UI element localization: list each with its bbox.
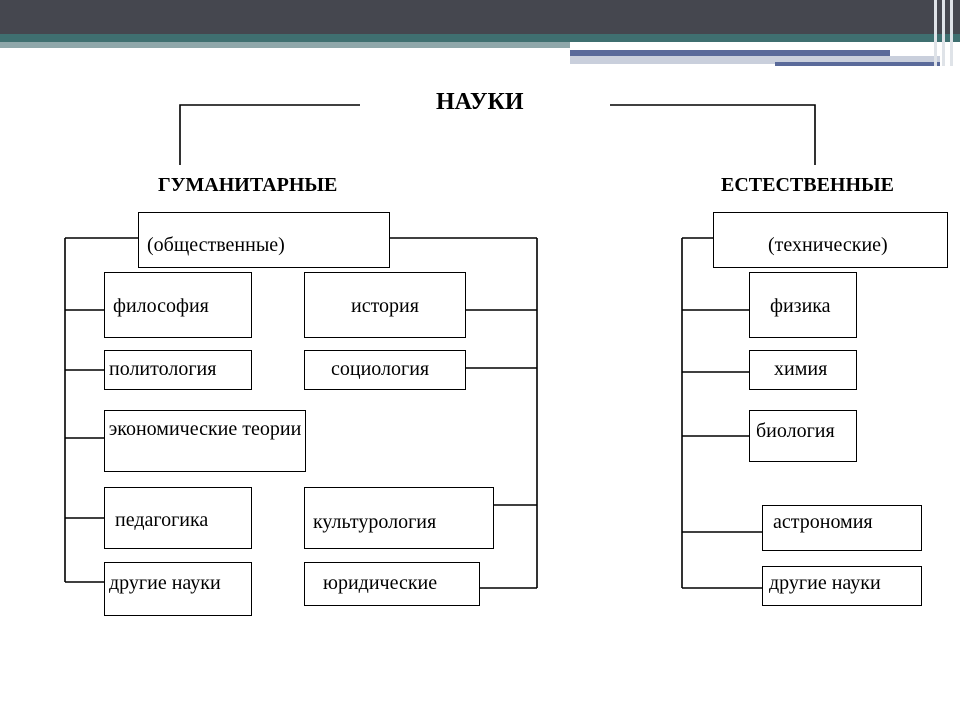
header-band-teal: [0, 34, 960, 42]
heading-natural: ЕСТЕСТВЕННЫЕ: [721, 174, 895, 196]
box-political-science: политология: [104, 350, 252, 390]
box-label: химия: [774, 358, 828, 380]
box-other-humanities: другие науки: [104, 562, 252, 616]
box-sociology: социология: [304, 350, 466, 390]
header-band-blue-short: [775, 62, 940, 66]
box-pedagogy: педагогика: [104, 487, 252, 549]
box-law: юридические: [304, 562, 480, 606]
box-label: биология: [756, 420, 835, 442]
box-label: социология: [331, 358, 430, 380]
box-label: (общественные): [147, 234, 285, 256]
box-label: физика: [770, 295, 831, 317]
box-label: экономические теории: [108, 418, 302, 440]
box-label: история: [351, 295, 419, 317]
heading-humanities: ГУМАНИТАРНЫЕ: [158, 174, 338, 196]
box-label: другие науки: [769, 572, 881, 594]
box-label: культурология: [313, 511, 437, 533]
box-technical-subgroup: (технические): [713, 212, 948, 268]
box-economic-theories: экономические теории: [104, 410, 306, 472]
box-astronomy: астрономия: [762, 505, 922, 551]
box-label: астрономия: [773, 511, 873, 533]
box-history: история: [304, 272, 466, 338]
box-physics: физика: [749, 272, 857, 338]
header-band-dark: [0, 0, 960, 34]
header-band-blue: [570, 50, 890, 56]
box-label: другие науки: [109, 572, 221, 594]
header-stripes: [930, 0, 960, 66]
connector-title-right: [610, 104, 816, 165]
box-social-subgroup: (общественные): [138, 212, 390, 268]
header-band-pale: [570, 56, 940, 64]
header-band-light: [0, 42, 570, 48]
box-label: (технические): [768, 234, 888, 256]
box-label: философия: [113, 295, 209, 317]
box-label: педагогика: [115, 509, 209, 531]
box-chemistry: химия: [749, 350, 857, 390]
diagram-title: НАУКИ: [436, 89, 524, 115]
connector-title-left: [179, 104, 360, 165]
box-label: политология: [109, 358, 217, 380]
box-other-natural: другие науки: [762, 566, 922, 606]
box-philosophy: философия: [104, 272, 252, 338]
box-label: юридические: [323, 572, 438, 594]
box-biology: биология: [749, 410, 857, 462]
box-cultural-studies: культурология: [304, 487, 494, 549]
